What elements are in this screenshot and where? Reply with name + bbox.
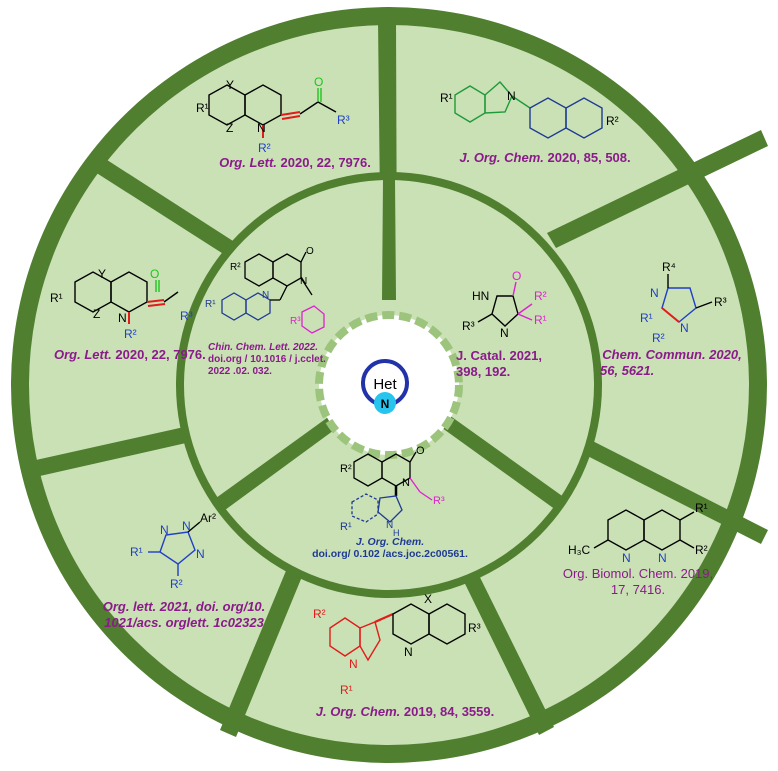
- het-n-icon: Het N: [361, 359, 409, 414]
- structure-i1: [221, 251, 325, 334]
- atom-label: R²: [170, 577, 183, 591]
- inner-spokes: [216, 180, 565, 510]
- atom-label: R²: [124, 327, 137, 341]
- atom-label: Ar²: [200, 511, 216, 525]
- atom-label: O: [512, 269, 521, 283]
- ref-s6: Org. lett. 2021, doi. org/10.1021/acs. o…: [102, 599, 266, 630]
- atom-label: N: [349, 657, 358, 671]
- structure-s6: [148, 521, 201, 576]
- atom-label: R¹: [196, 101, 209, 115]
- atom-label: R¹: [205, 299, 216, 310]
- atom-label: Z: [226, 121, 233, 135]
- labels-s7: Y R¹ Z N R² O R³: [50, 267, 193, 341]
- atom-label: N: [680, 321, 689, 335]
- atom-label: N: [196, 547, 205, 561]
- ref-s2: J. Org. Chem. 2020, 85, 508.: [459, 150, 631, 165]
- structure-s3: [661, 274, 713, 323]
- atom-label: R³: [290, 316, 301, 327]
- labels-s2: R¹ N R²: [440, 89, 619, 128]
- atom-label: O: [306, 246, 314, 257]
- atom-label: N: [650, 286, 659, 300]
- ref-i2: J. Catal. 2021, 398, 192.: [456, 348, 542, 379]
- atom-label: H: [393, 528, 400, 538]
- ref-i3: J. Org. Chem. doi.org/ 0.102 /acs.joc.2c…: [312, 536, 468, 560]
- atom-label: N: [402, 477, 410, 489]
- labels-s6: N N Ar² R¹ N R²: [130, 511, 216, 591]
- labels-i1: R² O N R¹ N R³: [205, 246, 314, 327]
- atom-label: R²: [258, 141, 271, 155]
- atom-label: Y: [226, 78, 234, 92]
- ref-s5: J. Org. Chem. 2019, 84, 3559.: [315, 704, 495, 719]
- atom-label: N: [500, 326, 509, 340]
- atom-label: R³: [433, 495, 445, 507]
- ref-s7: Org. Lett. 2020, 22, 7976.: [54, 347, 206, 362]
- atom-label: R¹: [440, 91, 453, 105]
- atom-label: N: [118, 311, 127, 325]
- structure-s4: [593, 509, 695, 551]
- atom-label: R²: [652, 331, 665, 345]
- atom-label: R¹: [130, 545, 143, 559]
- atom-label: N: [300, 276, 307, 287]
- atom-label: R¹: [640, 311, 653, 325]
- atom-label: N: [182, 519, 191, 533]
- atom-label: O: [150, 267, 159, 281]
- atom-label: Z: [93, 307, 100, 321]
- labels-s5: R² X R³ N N R¹: [313, 592, 481, 697]
- atom-label: N: [658, 551, 667, 565]
- atom-label: R³: [180, 309, 193, 323]
- atom-label: R³: [462, 319, 475, 333]
- structure-s2: [454, 81, 603, 139]
- atom-label: H₃C: [568, 543, 591, 557]
- ref-s4: Org. Biomol. Chem. 2019,17, 7416.: [562, 566, 714, 597]
- atom-label: R²: [340, 463, 352, 475]
- atom-label: R³: [714, 295, 727, 309]
- structure-s5: [329, 603, 466, 662]
- atom-label: R¹: [50, 291, 63, 305]
- atom-label: R¹: [695, 501, 708, 515]
- atom-label: N: [507, 89, 516, 103]
- atom-label: N: [262, 290, 269, 301]
- atom-label: R²: [230, 262, 241, 273]
- ref-i1: Chin. Chem. Lett. 2022. doi.org / 10.101…: [208, 342, 326, 377]
- ref-s3: Chem. Commun. 2020,56, 5621.: [600, 347, 742, 378]
- atom-label: R²: [534, 289, 547, 303]
- center-het-label: Het: [373, 376, 397, 393]
- atom-label: N: [160, 523, 169, 537]
- labels-s1: R¹ Y Z N R² O R³: [196, 75, 350, 155]
- atom-label: X: [424, 592, 432, 606]
- atom-label: N: [404, 645, 413, 659]
- atom-label: R¹: [534, 313, 547, 327]
- atom-label: R²: [695, 543, 708, 557]
- center-n-label: N: [381, 397, 390, 411]
- atom-label: R²: [606, 114, 619, 128]
- labels-s4: R¹ H₃C N N R²: [568, 501, 708, 565]
- structure-i3: [351, 451, 433, 523]
- atom-label: HN: [472, 289, 489, 303]
- atom-label: R¹: [340, 683, 353, 697]
- structure-s1: [208, 84, 337, 138]
- atom-label: O: [416, 445, 425, 457]
- atom-label: O: [314, 75, 323, 89]
- atom-label: R¹: [340, 521, 352, 533]
- atom-label: R³: [337, 113, 350, 127]
- labels-s3: R⁴ N R³ R¹ N R²: [640, 260, 727, 345]
- atom-label: Y: [98, 267, 106, 281]
- atom-label: R³: [468, 621, 481, 635]
- structure-i2: [477, 281, 533, 327]
- atom-label: R⁴: [662, 260, 676, 274]
- labels-i2: O HN R² R¹ R³ N: [462, 269, 547, 340]
- ref-s1: Org. Lett. 2020, 22, 7976.: [219, 155, 371, 170]
- structure-s7: [74, 271, 179, 324]
- atom-label: R²: [313, 607, 326, 621]
- atom-label: N: [386, 520, 393, 531]
- labels-i3: R² O N R³ N H R¹: [340, 445, 445, 538]
- atom-label: N: [257, 121, 266, 135]
- atom-label: N: [622, 551, 631, 565]
